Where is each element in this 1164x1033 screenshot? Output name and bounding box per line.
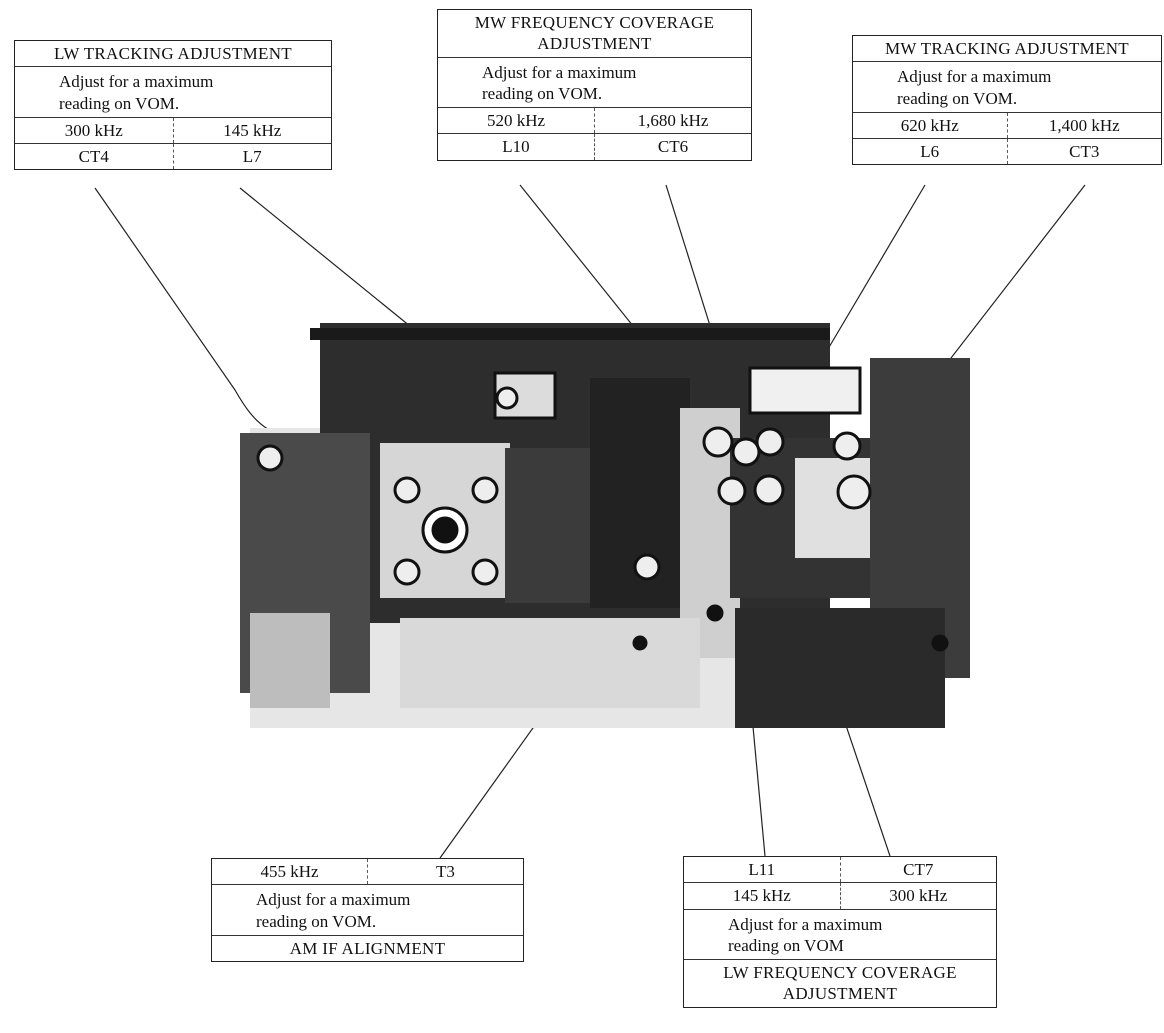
mw-tracking-note-line2: reading on VOM. (897, 88, 1018, 108)
adjustment-points (495, 386, 872, 581)
point-ct3-upper (832, 431, 862, 461)
lw-coverage-title-line1: LW FREQUENCY COVERAGE (723, 963, 957, 982)
mw-coverage-note-line2: reading on VOM. (482, 83, 603, 103)
mw-tracking-callout: MW TRACKING ADJUSTMENT Adjust for a maxi… (852, 35, 1162, 166)
am-if-title: AM IF ALIGNMENT (212, 934, 523, 961)
mw-coverage-part-right: CT6 (594, 134, 751, 160)
mw-coverage-parts: L10 CT6 (438, 133, 751, 160)
mw-coverage-title-line1: MW FREQUENCY COVERAGE (474, 13, 715, 32)
am-if-freq: 455 kHz (260, 862, 319, 881)
lw-tracking-freq-left: 300 kHz (64, 120, 123, 140)
am-if-callout: 455 kHz T3 Adjust for a maximum reading … (211, 858, 524, 962)
am-if-note-line1: Adjust for a maximum (256, 890, 411, 910)
chassis-board (240, 323, 970, 728)
mw-coverage-part-left: L10 (502, 137, 530, 157)
mw-tracking-part-left: L6 (920, 142, 940, 161)
am-if-values: 455 kHz T3 (212, 859, 523, 885)
lw-tracking-note-line2: reading on VOM. (59, 93, 180, 113)
mw-coverage-freq-right: 1,680 kHz (594, 108, 751, 134)
am-if-note-line2: reading on VOM. (256, 911, 377, 931)
point-ct7 (753, 474, 785, 506)
mw-coverage-note-line1: Adjust for a maximum (482, 62, 637, 82)
lw-coverage-freq-left: 145 kHz (732, 886, 791, 906)
point-ct3 (836, 474, 872, 510)
lw-tracking-note: Adjust for a maximum reading on VOM. (15, 66, 331, 117)
lw-tracking-title: LW TRACKING ADJUSTMENT (54, 44, 292, 63)
mw-tracking-parts: L6 CT3 (853, 138, 1162, 165)
point-l6 (755, 427, 785, 457)
point-l7 (495, 386, 519, 410)
lw-coverage-note: Adjust for a maximum reading on VOM (684, 908, 996, 960)
lw-tracking-callout: LW TRACKING ADJUSTMENT Adjust for a maxi… (14, 40, 332, 171)
point-l10 (702, 426, 734, 458)
point-ct6 (731, 437, 761, 467)
leader-l6 (811, 184, 926, 377)
lw-coverage-title-line2: ADJUSTMENT (782, 984, 898, 1004)
mw-coverage-note: Adjust for a maximum reading on VOM. (438, 56, 751, 108)
mw-coverage-freq-left: 520 kHz (486, 111, 546, 130)
lw-coverage-note-line1: Adjust for a maximum (728, 914, 883, 934)
mw-coverage-title-line2: ADJUSTMENT (537, 34, 652, 54)
lw-coverage-note-line2: reading on VOM (728, 935, 844, 955)
mw-tracking-title: MW TRACKING ADJUSTMENT (885, 39, 1129, 58)
lw-tracking-part-left: CT4 (78, 147, 109, 166)
chassis-details (256, 444, 949, 652)
mw-tracking-freq-left: 620 kHz (900, 115, 959, 135)
lw-tracking-freq-right: 145 kHz (172, 117, 332, 143)
point-l11 (717, 476, 747, 506)
lw-coverage-part-right: CT7 (839, 857, 997, 883)
mw-tracking-note: Adjust for a maximum reading on VOM. (853, 61, 1161, 112)
lw-tracking-parts: CT4 L7 (15, 143, 332, 170)
mw-tracking-note-line1: Adjust for a maximum (897, 67, 1052, 87)
point-t3 (633, 553, 661, 581)
mw-coverage-title: MW FREQUENCY COVERAGE ADJUSTMENT (438, 10, 751, 57)
mw-tracking-freq-right: 1,400 kHz (1006, 112, 1162, 138)
mw-coverage-callout: MW FREQUENCY COVERAGE ADJUSTMENT Adjust … (437, 9, 752, 161)
lw-coverage-parts: L11 CT7 (684, 857, 997, 883)
chassis-photo (240, 323, 970, 728)
am-if-note: Adjust for a maximum reading on VOM. (212, 884, 523, 935)
am-if-part: T3 (367, 859, 523, 885)
mw-tracking-part-right: CT3 (1006, 139, 1162, 165)
lw-tracking-part-right: L7 (172, 144, 332, 170)
lw-coverage-title: LW FREQUENCY COVERAGE ADJUSTMENT (684, 959, 996, 1007)
mw-tracking-freqs: 620 kHz 1,400 kHz (853, 111, 1162, 138)
lw-tracking-note-line1: Adjust for a maximum (59, 72, 214, 92)
lw-tracking-freqs: 300 kHz 145 kHz (15, 116, 332, 143)
mw-coverage-freqs: 520 kHz 1,680 kHz (438, 107, 751, 134)
lw-coverage-freqs: 145 kHz 300 kHz (684, 882, 997, 909)
lw-coverage-part-left: L11 (748, 860, 776, 879)
lw-coverage-callout: L11 CT7 145 kHz 300 kHz Adjust for a max… (683, 856, 997, 1008)
lw-coverage-freq-right: 300 kHz (839, 883, 997, 909)
